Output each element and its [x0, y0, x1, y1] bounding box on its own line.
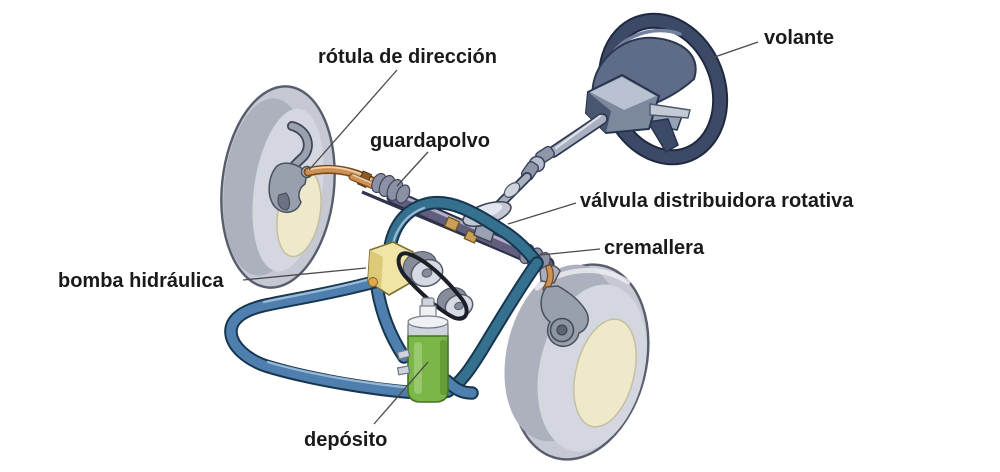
hairpin-highlight-lower	[266, 360, 416, 390]
label-volante: volante	[764, 27, 834, 49]
leader-deposito	[373, 361, 429, 425]
steering-column-housing-top	[590, 77, 656, 110]
indicator-stalk	[649, 103, 691, 119]
rack-boot-left	[371, 172, 411, 204]
label-deposito: depósito	[304, 429, 387, 451]
leader-cremallera	[539, 248, 601, 256]
leader-guardapolvo	[396, 151, 429, 187]
reservoir-shadow	[440, 340, 447, 395]
steering-wheel	[584, 12, 729, 166]
right-steering-knuckle	[539, 264, 589, 347]
shaft-collar	[503, 182, 521, 198]
leader-rotula	[308, 69, 398, 171]
return-downpipe-tube	[443, 258, 542, 396]
reservoir-nozzle-2	[396, 365, 411, 376]
pressure-hose-tube	[384, 197, 542, 268]
brass-fitting-1	[443, 216, 461, 232]
label-rotula-de-direccion: rótula de dirección	[318, 46, 497, 68]
left-knuckle-shadow	[277, 192, 291, 211]
pulley1-hub	[421, 268, 433, 278]
hydraulic-pump	[367, 241, 474, 321]
leader-valvula	[507, 202, 577, 225]
right-wheel-face	[573, 318, 637, 428]
label-bomba-hidraulica: bomba hidráulica	[58, 270, 224, 292]
pressure-hose	[382, 195, 544, 398]
reservoir-nozzle-1	[396, 348, 411, 360]
right-hub-bore	[556, 324, 568, 336]
reservoir-top	[407, 315, 449, 329]
upper-shaft	[548, 114, 607, 157]
hairpin-highlight-upper	[262, 277, 372, 304]
outlet-stub-tube	[442, 376, 477, 398]
reservoir-highlight	[414, 342, 422, 394]
fluid-reservoir	[396, 297, 449, 403]
upper-shaft-highlight	[554, 114, 602, 150]
labels: rótula de dirección guardapolvo volante …	[58, 27, 854, 451]
pump-fitting	[368, 277, 378, 287]
leader-bomba	[242, 267, 367, 281]
left-steering-knuckle	[268, 121, 314, 214]
label-cremallera: cremallera	[604, 237, 705, 259]
pump-belt	[396, 251, 469, 321]
leader-volante	[705, 41, 759, 61]
label-leaders	[242, 41, 759, 425]
label-valvula-distribuidora-rotativa: válvula distribuidora rotativa	[580, 190, 854, 212]
steering-wheel-lower-spoke	[646, 118, 679, 154]
boot-rib	[395, 184, 411, 204]
label-guardapolvo: guardapolvo	[370, 130, 490, 152]
right-wheel	[504, 263, 650, 461]
